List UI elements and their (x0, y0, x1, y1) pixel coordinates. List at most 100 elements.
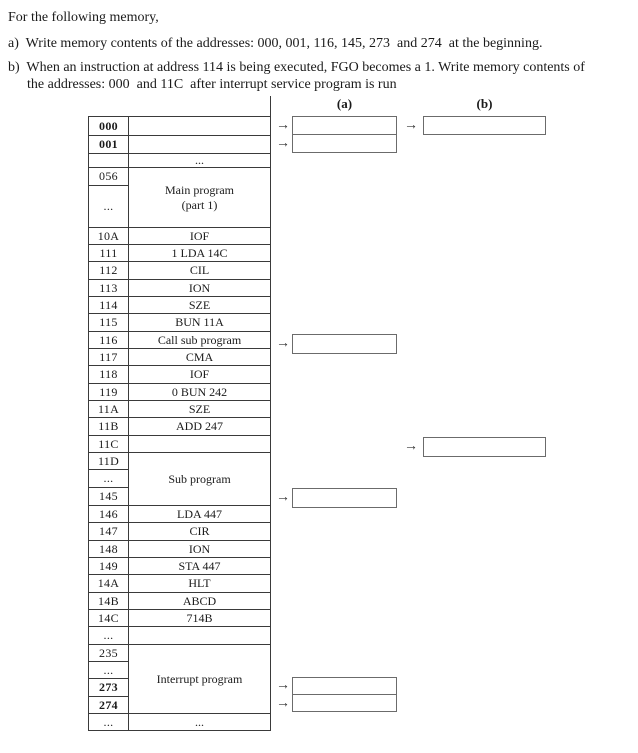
content-cell: SZE (129, 401, 270, 418)
question-part-a: a) Write memory contents of the addresse… (8, 36, 543, 51)
content-cell (129, 697, 270, 714)
address-cell: 112 (89, 262, 129, 280)
address-cell: 115 (89, 314, 129, 332)
address-cell: 116 (89, 332, 129, 349)
memory-row: 000 (89, 117, 270, 136)
arrow-icon-a-116: → (276, 336, 290, 351)
address-cell: 146 (89, 506, 129, 523)
content-cell (129, 453, 270, 470)
memory-row: 11C (89, 436, 270, 453)
address-cell: 117 (89, 349, 129, 366)
content-cell (129, 168, 270, 186)
content-cell: LDA 447 (129, 506, 270, 523)
address-cell: 113 (89, 280, 129, 297)
content-cell (129, 662, 270, 679)
content-cell (129, 679, 270, 697)
memory-row: 273 (89, 679, 270, 697)
content-cell: SZE (129, 297, 270, 314)
address-cell: 000 (89, 117, 129, 136)
memory-row: 235 (89, 645, 270, 662)
memory-row: 11D (89, 453, 270, 470)
table-top-divider-line (270, 96, 271, 116)
address-cell: ... (89, 186, 129, 228)
content-cell: ION (129, 280, 270, 297)
address-cell: 147 (89, 523, 129, 541)
address-cell: 119 (89, 384, 129, 401)
content-cell (129, 488, 270, 506)
content-cell: BUN 11A (129, 314, 270, 332)
content-cell: 714B (129, 610, 270, 627)
content-cell: 1 LDA 14C (129, 245, 270, 262)
address-cell: 114 (89, 297, 129, 314)
answer-box-a-000 (292, 116, 397, 135)
address-cell: ... (89, 662, 129, 679)
address-cell: 235 (89, 645, 129, 662)
address-cell: 056 (89, 168, 129, 186)
content-cell: 0 BUN 242 (129, 384, 270, 401)
content-cell (129, 436, 270, 453)
content-cell: Call sub program (129, 332, 270, 349)
memory-row: 056 (89, 168, 270, 186)
address-cell: 145 (89, 488, 129, 506)
address-cell: 14C (89, 610, 129, 627)
content-cell (129, 627, 270, 645)
address-cell: 11C (89, 436, 129, 453)
content-cell: HLT (129, 575, 270, 593)
content-cell: CIR (129, 523, 270, 541)
content-cell: IOF (129, 366, 270, 384)
memory-row: ... (89, 153, 270, 168)
content-cell: CIL (129, 262, 270, 280)
answer-box-a-001 (292, 134, 397, 153)
intro-text: For the following memory, (8, 10, 159, 25)
content-cell (129, 136, 270, 154)
address-cell: 14A (89, 575, 129, 593)
memory-row: ...... (89, 714, 270, 730)
arrow-icon-a-273: → (276, 678, 290, 693)
content-cell (129, 470, 270, 488)
content-cell: STA 447 (129, 558, 270, 575)
content-cell (129, 117, 270, 136)
address-cell (89, 154, 129, 168)
arrow-icon-a-145: → (276, 490, 290, 505)
content-cell: ABCD (129, 593, 270, 610)
answer-column-b-label: (b) (476, 96, 493, 111)
arrow-icon-a-274: → (276, 695, 290, 711)
memory-row: 145 (89, 488, 270, 506)
address-cell: 11D (89, 453, 129, 470)
address-cell: ... (89, 627, 129, 645)
content-cell (129, 186, 270, 228)
memory-row: 001 (89, 136, 270, 154)
content-cell: ION (129, 541, 270, 558)
content-cell: CMA (129, 349, 270, 366)
address-cell: 11A (89, 401, 129, 418)
address-cell: 111 (89, 245, 129, 262)
memory-row: 274 (89, 697, 270, 714)
address-cell: 118 (89, 366, 129, 384)
question-part-b-line2: the addresses: 000 and 11C after interru… (27, 77, 397, 92)
answer-box-b-000 (423, 116, 546, 135)
address-cell: 11B (89, 418, 129, 436)
answer-box-a-145 (292, 488, 397, 508)
arrow-icon-b-000: → (404, 117, 418, 133)
answer-box-a-116 (292, 334, 397, 354)
answer-box-b-11C (423, 437, 546, 457)
content-cell: ADD 247 (129, 418, 270, 436)
